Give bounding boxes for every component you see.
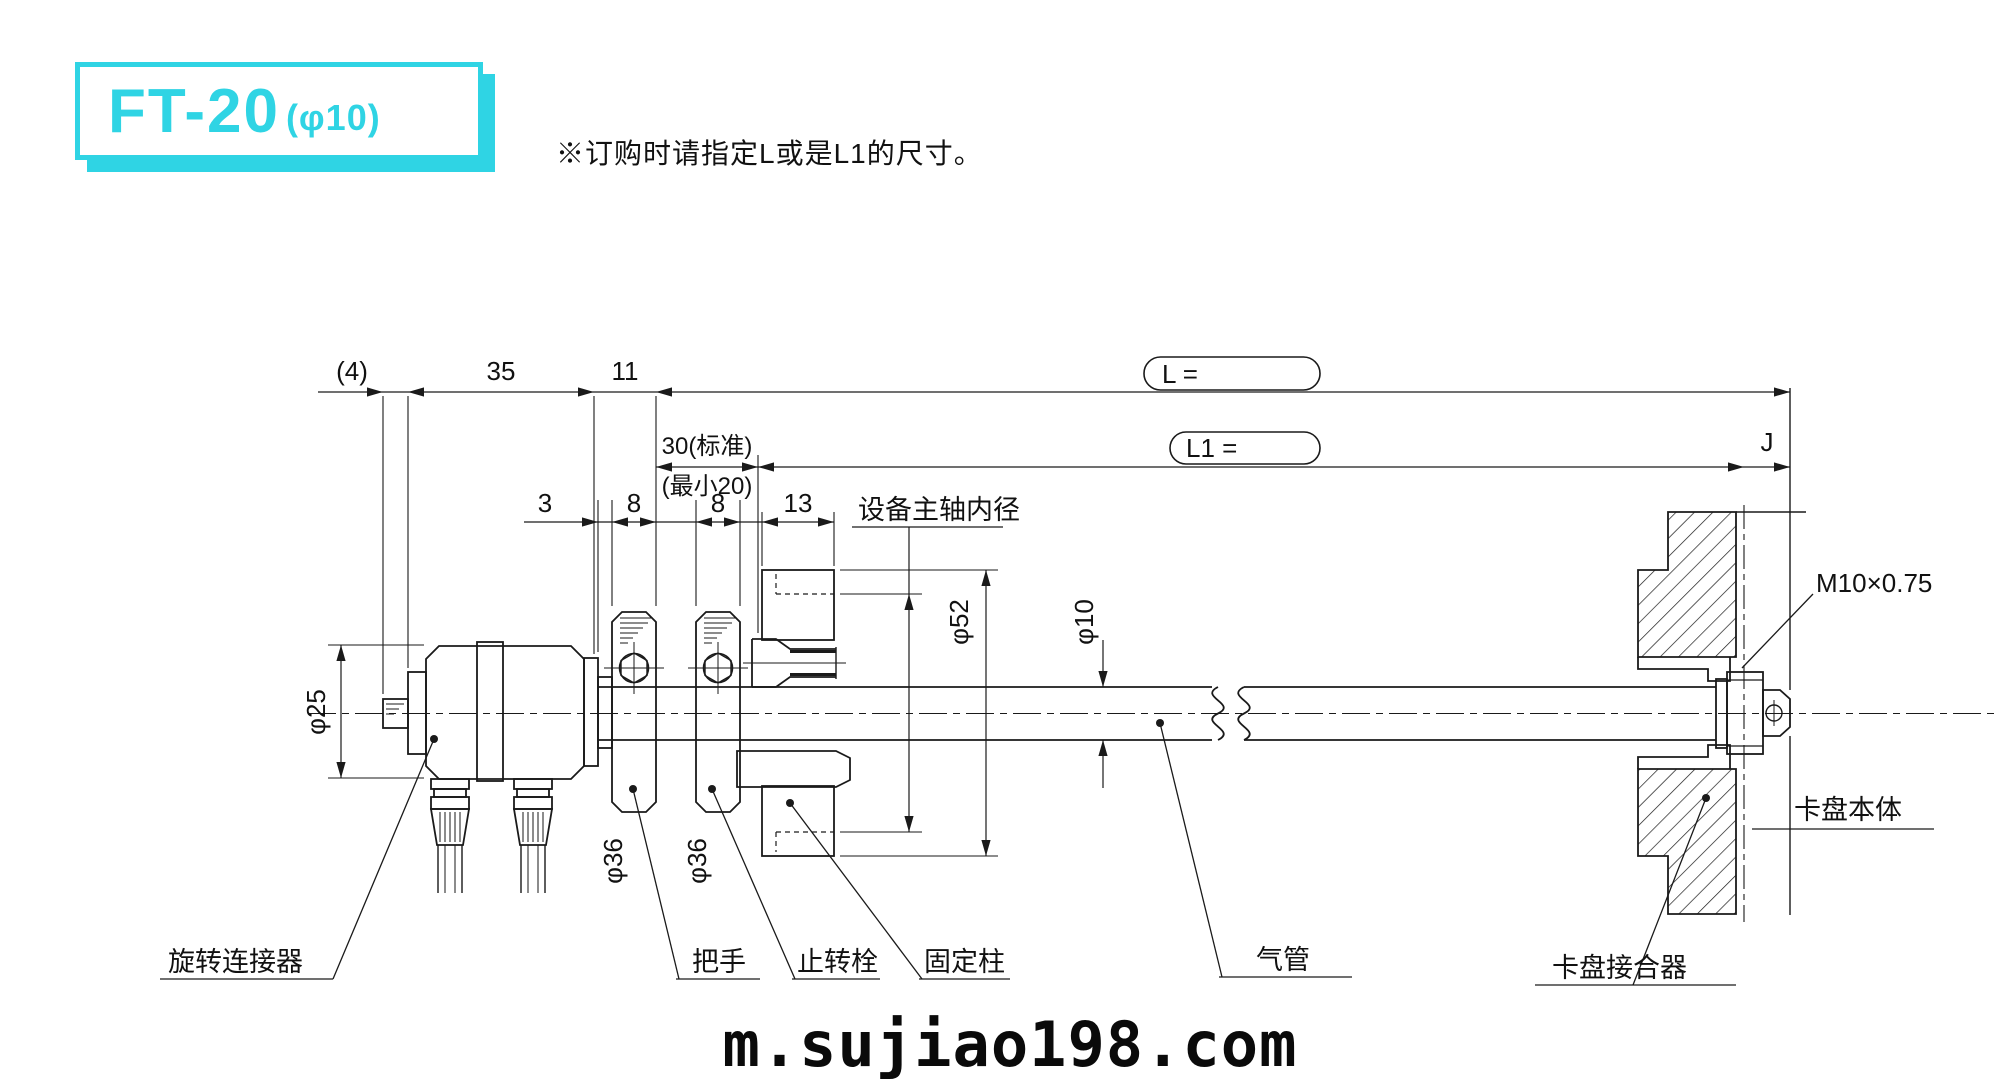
air-tube <box>598 686 1716 741</box>
dimension-lines <box>318 391 1790 856</box>
label-handle: 把手 <box>692 947 746 977</box>
part-label-texts: 旋转连接器 把手 止转栓 固定柱 设备主轴内径 气管 卡盘本体 卡盘接合器 <box>168 495 1902 983</box>
order-note: ※订购时请指定L或是L1的尺寸。 <box>556 138 983 169</box>
watermark: m.sujiao198.com <box>722 1008 1298 1081</box>
dimension-texts: (4) 35 11 30(标准) (最小20) 3 8 8 13 J φ25 φ… <box>301 356 1774 884</box>
dim-11: 11 <box>612 356 639 386</box>
label-fixing-column: 固定柱 <box>924 947 1005 977</box>
chuck-adapter <box>1637 511 1806 915</box>
dim-dia52: φ52 <box>944 599 974 645</box>
dimension-arrows <box>336 387 1790 856</box>
label-air-tube: 气管 <box>1256 945 1310 975</box>
capsule-L <box>1143 356 1321 391</box>
hose-fitting-right <box>512 778 554 893</box>
label-rotary-connector: 旋转连接器 <box>168 947 303 977</box>
leader-dots <box>430 719 1710 807</box>
break-curve-left <box>1211 686 1225 741</box>
dim-L: L = <box>1162 359 1198 389</box>
countersunk-screw <box>743 638 846 688</box>
dim-dia36-stop: φ36 <box>682 838 712 884</box>
label-chuck-adapter: 卡盘接合器 <box>1552 953 1687 983</box>
hose-fitting-left <box>429 778 471 893</box>
dim-dia36-handle: φ36 <box>598 838 628 884</box>
dim-35: 35 <box>487 356 516 386</box>
handle-disc <box>604 611 664 813</box>
column-pin <box>736 750 851 788</box>
dim-dia25: φ25 <box>301 689 331 735</box>
dim-dia10: φ10 <box>1069 599 1099 645</box>
title-box: FT-20 (φ10) <box>75 62 483 160</box>
dim-8b: 8 <box>711 488 725 518</box>
dim-3: 3 <box>538 488 552 518</box>
fixing-column <box>736 569 851 857</box>
label-chuck-body: 卡盘本体 <box>1794 795 1902 825</box>
break-curve-right <box>1237 686 1251 741</box>
model-name: FT-20 <box>108 76 280 146</box>
dim-thread-m10: M10×0.75 <box>1816 568 1932 598</box>
dim-4: (4) <box>336 356 368 386</box>
dim-13: 13 <box>784 488 813 518</box>
extension-lines <box>328 396 998 857</box>
rotary-connector <box>382 641 613 893</box>
model-size: (φ10) <box>285 97 381 138</box>
capsule-L1 <box>1169 431 1321 465</box>
dim-J: J <box>1761 427 1774 457</box>
dim-30-standard: 30(标准) <box>662 433 753 460</box>
chuck-interface <box>1743 388 1791 922</box>
dim-20-min: (最小20) <box>662 473 753 500</box>
leader-lines <box>160 526 1934 986</box>
rotation-stop-disc <box>688 611 748 813</box>
dim-8a: 8 <box>627 488 641 518</box>
thread-end-m10 <box>1715 671 1791 755</box>
dim-L1: L1 = <box>1186 433 1237 463</box>
length-capsules: L = L1 = <box>1143 356 1321 465</box>
label-rotation-stop: 止转栓 <box>797 947 878 977</box>
label-spindle-bore: 设备主轴内径 <box>858 495 1020 525</box>
